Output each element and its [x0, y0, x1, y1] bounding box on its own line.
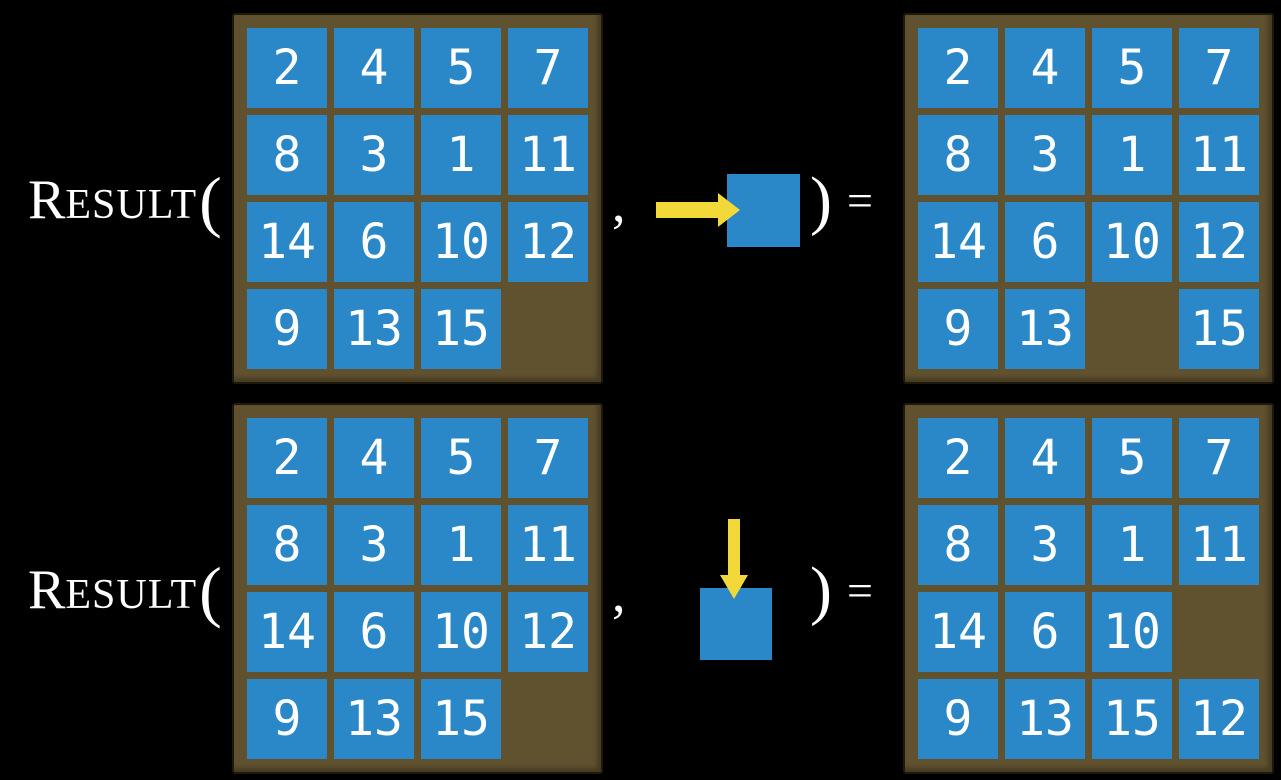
- equals-sign: =: [846, 175, 873, 226]
- puzzle-tile: 13: [334, 679, 414, 759]
- puzzle-tile: 8: [247, 505, 327, 585]
- puzzle-tile: 12: [508, 202, 588, 282]
- puzzle-tile: 3: [334, 115, 414, 195]
- blank-cell: [1179, 592, 1259, 672]
- blank-cell: [1092, 289, 1172, 369]
- puzzle-tile: 12: [508, 592, 588, 672]
- puzzle-tile: 11: [508, 505, 588, 585]
- close-paren: ): [810, 554, 832, 627]
- result-label-rest: ESULT: [65, 182, 198, 228]
- comma-separator: ,: [612, 563, 626, 623]
- puzzle-tile: 6: [1005, 592, 1085, 672]
- puzzle-tile: 15: [421, 289, 501, 369]
- puzzle-tile: 15: [1092, 679, 1172, 759]
- close-paren-equals: ) =: [810, 164, 873, 238]
- result-function-label: RESULT(: [28, 167, 222, 235]
- puzzle-tile: 6: [334, 592, 414, 672]
- puzzle-tile: 5: [1092, 418, 1172, 498]
- blank-cell: [508, 679, 588, 759]
- puzzle-tile: 4: [334, 28, 414, 108]
- puzzle-tile: 6: [1005, 202, 1085, 282]
- puzzle-tile: 10: [1092, 202, 1172, 282]
- down-arrow-icon: [720, 519, 748, 599]
- puzzle-tile: 5: [421, 28, 501, 108]
- puzzle-tile: 5: [1092, 28, 1172, 108]
- puzzle-tile: 8: [918, 505, 998, 585]
- puzzle-tile: 4: [1005, 28, 1085, 108]
- puzzle-tile: 10: [421, 202, 501, 282]
- puzzle-tile: 11: [1179, 505, 1259, 585]
- puzzle-tile: 11: [1179, 115, 1259, 195]
- close-paren-equals: ) =: [810, 554, 873, 628]
- puzzle-tile: 11: [508, 115, 588, 195]
- tile-square-icon: [700, 588, 772, 660]
- puzzle-tile: 9: [247, 679, 327, 759]
- result-label-initial: R: [28, 169, 66, 231]
- puzzle-tile: 4: [1005, 418, 1085, 498]
- puzzle-tile: 14: [247, 202, 327, 282]
- puzzle-tile: 2: [918, 418, 998, 498]
- puzzle-tile: 2: [247, 418, 327, 498]
- puzzle-tile: 14: [247, 592, 327, 672]
- puzzle-tile: 8: [247, 115, 327, 195]
- puzzle-tile: 1: [421, 115, 501, 195]
- result-label-rest: ESULT: [65, 572, 198, 618]
- puzzle-tile: 12: [1179, 202, 1259, 282]
- puzzle-tile: 3: [1005, 115, 1085, 195]
- puzzle-tile: 1: [1092, 505, 1172, 585]
- puzzle-tile: 1: [1092, 115, 1172, 195]
- equals-sign: =: [846, 565, 873, 616]
- puzzle-tile: 10: [421, 592, 501, 672]
- puzzle-tile: 8: [918, 115, 998, 195]
- puzzle-tile: 15: [1179, 289, 1259, 369]
- puzzle-tile: 15: [421, 679, 501, 759]
- puzzle-tile: 13: [1005, 289, 1085, 369]
- puzzle-tile: 3: [1005, 505, 1085, 585]
- puzzle-tile: 14: [918, 202, 998, 282]
- puzzle-tile: 4: [334, 418, 414, 498]
- puzzle-tile: 7: [1179, 28, 1259, 108]
- puzzle-tile: 9: [918, 679, 998, 759]
- puzzle-tile: 2: [247, 28, 327, 108]
- puzzle-tile: 2: [918, 28, 998, 108]
- blank-cell: [508, 289, 588, 369]
- puzzle-tile: 13: [334, 289, 414, 369]
- close-paren: ): [810, 164, 832, 237]
- puzzle-tile: 14: [918, 592, 998, 672]
- puzzle-tile: 7: [508, 28, 588, 108]
- puzzle-tile: 7: [1179, 418, 1259, 498]
- puzzle-tile: 3: [334, 505, 414, 585]
- puzzle-tile: 1: [421, 505, 501, 585]
- result-function-label: RESULT(: [28, 557, 222, 625]
- result-label-initial: R: [28, 559, 66, 621]
- puzzle-tile: 5: [421, 418, 501, 498]
- right-arrow-icon: [656, 193, 740, 227]
- puzzle-tile: 10: [1092, 592, 1172, 672]
- puzzle-tile: 12: [1179, 679, 1259, 759]
- puzzle-tile: 9: [918, 289, 998, 369]
- puzzle-tile: 7: [508, 418, 588, 498]
- puzzle-tile: 9: [247, 289, 327, 369]
- puzzle-tile: 13: [1005, 679, 1085, 759]
- open-paren: (: [199, 553, 222, 629]
- open-paren: (: [199, 163, 222, 239]
- puzzle-tile: 6: [334, 202, 414, 282]
- comma-separator: ,: [612, 173, 626, 233]
